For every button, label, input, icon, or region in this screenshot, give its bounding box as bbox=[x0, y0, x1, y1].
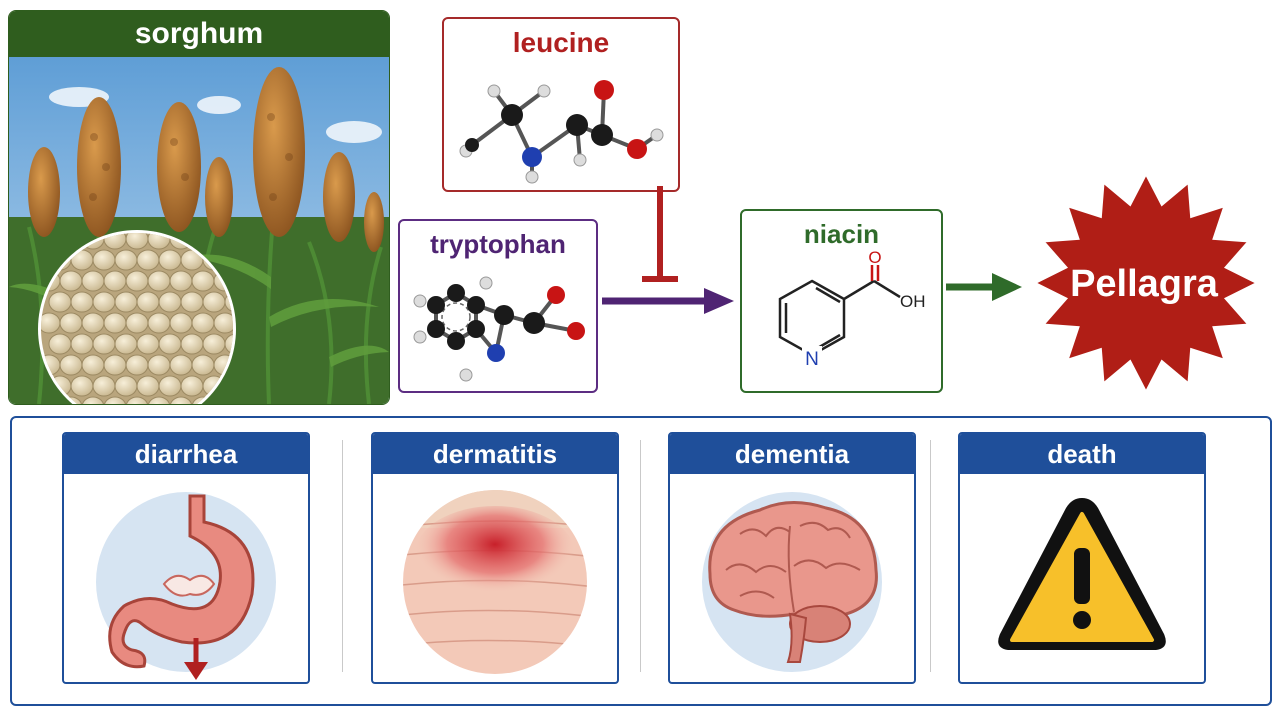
niacin-hydroxyl-label: OH bbox=[900, 292, 926, 311]
niacin-oxygen-label: O bbox=[868, 251, 881, 267]
warning-icon bbox=[998, 498, 1166, 650]
deficiency-arrow bbox=[946, 273, 1022, 301]
tryptophan-molecule-icon bbox=[413, 276, 585, 382]
symptom-card-death: death bbox=[958, 432, 1206, 684]
tryptophan-box: tryptophan bbox=[398, 219, 598, 393]
leucine-box: leucine bbox=[442, 17, 680, 192]
divider bbox=[342, 440, 343, 672]
symptom-label: death bbox=[960, 434, 1204, 474]
niacin-structure-icon: O OH N bbox=[778, 251, 926, 370]
pellagra-label: Pellagra bbox=[1070, 262, 1218, 305]
symptom-card-dermatitis: dermatitis bbox=[371, 432, 619, 684]
sorghum-field-image bbox=[9, 57, 389, 404]
niacin-nitrogen-label: N bbox=[805, 349, 819, 370]
symptom-label: diarrhea bbox=[64, 434, 308, 474]
leucine-title: leucine bbox=[512, 27, 610, 58]
sorghum-title: sorghum bbox=[9, 11, 389, 57]
niacin-title: niacin bbox=[803, 219, 880, 249]
leucine-molecule-icon bbox=[459, 80, 664, 184]
symptom-label: dermatitis bbox=[373, 434, 617, 474]
conversion-arrow bbox=[602, 288, 734, 314]
symptom-card-dementia: dementia bbox=[668, 432, 916, 684]
stomach-icon bbox=[92, 488, 280, 680]
sorghum-panel: sorghum bbox=[8, 10, 390, 405]
skin-icon bbox=[401, 488, 589, 676]
divider bbox=[930, 440, 931, 672]
inhibition-connector bbox=[642, 186, 678, 282]
symptom-label: dementia bbox=[670, 434, 914, 474]
tryptophan-title: tryptophan bbox=[430, 229, 566, 259]
brain-icon bbox=[698, 488, 886, 676]
divider bbox=[640, 440, 641, 672]
pellagra-starburst bbox=[1030, 169, 1262, 397]
niacin-box: niacin O OH N bbox=[740, 209, 943, 393]
symptom-card-diarrhea: diarrhea bbox=[62, 432, 310, 684]
